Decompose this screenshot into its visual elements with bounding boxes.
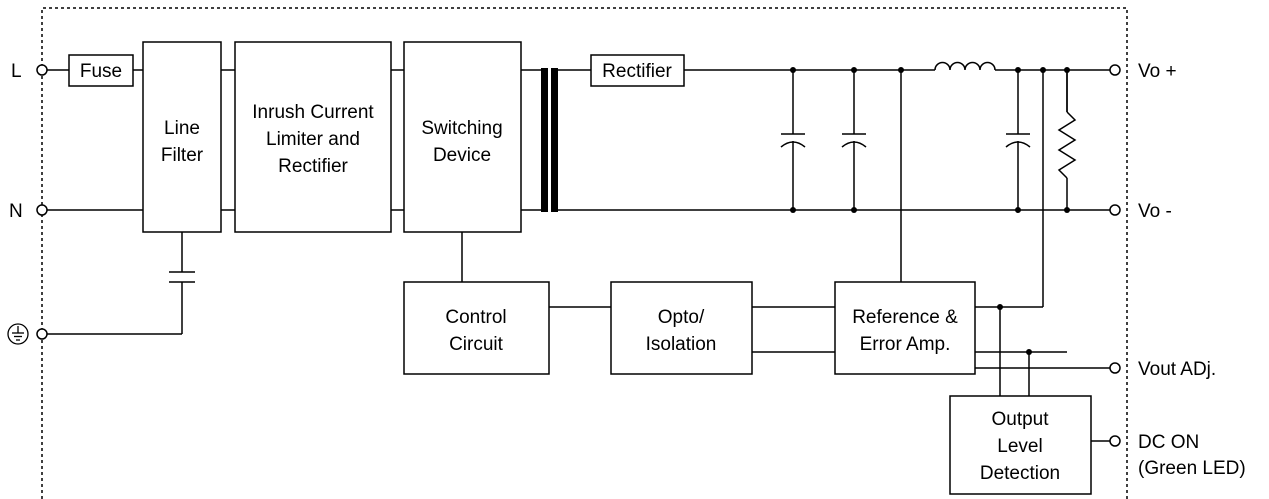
terminal-vo-minus — [1109, 204, 1121, 216]
module-boundary — [41, 7, 1128, 499]
opto-label-2: Isolation — [646, 334, 717, 355]
inrush-label-3: Rectifier — [278, 156, 348, 177]
dc-on-label-2: (Green LED) — [1138, 458, 1246, 479]
rectifier-label: Rectifier — [602, 61, 672, 82]
inrush-label-2: Limiter and — [266, 129, 360, 150]
output-level-detection-block: Output Level Detection — [949, 395, 1092, 495]
output-level-label-1: Output — [991, 409, 1049, 430]
output-level-label-2: Level — [997, 436, 1042, 457]
terminal-vout-adj — [1109, 362, 1121, 374]
fuse-block: Fuse — [68, 54, 134, 87]
reference-label-2: Error Amp. — [860, 334, 951, 355]
terminal-n-label: N — [9, 201, 23, 222]
line-filter-block: Line Filter — [142, 41, 222, 233]
terminal-l-label: L — [11, 61, 22, 82]
dc-on-label-1: DC ON — [1138, 432, 1199, 453]
reference-error-amp-block: Reference & Error Amp. — [834, 281, 976, 375]
opto-label-1: Opto/ — [658, 307, 705, 328]
vo-minus-label: Vo - — [1138, 201, 1172, 222]
control-label-1: Control — [445, 307, 506, 328]
terminal-n — [36, 204, 48, 216]
transformer — [541, 68, 558, 212]
switching-device-block: Switching Device — [403, 41, 522, 233]
terminal-vo-plus — [1109, 64, 1121, 76]
control-circuit-block: Control Circuit — [403, 281, 550, 375]
vout-adj-label: Vout ADj. — [1138, 359, 1216, 380]
control-label-2: Circuit — [449, 334, 504, 355]
switching-label-2: Device — [433, 145, 491, 166]
opto-isolation-block: Opto/ Isolation — [610, 281, 753, 375]
vo-plus-label: Vo + — [1138, 61, 1177, 82]
rectifier-block: Rectifier — [590, 54, 685, 87]
inrush-label-1: Inrush Current — [252, 102, 374, 123]
output-terminals: Vo + Vo - Vout ADj. DC ON (Green LED) — [1109, 61, 1246, 479]
junction-dots — [790, 67, 1070, 355]
inrush-limiter-block: Inrush Current Limiter and Rectifier — [234, 41, 392, 233]
output-level-label-3: Detection — [980, 463, 1060, 484]
terminal-dc-on — [1109, 435, 1121, 447]
line-filter-label-1: Line — [164, 118, 200, 139]
terminal-l — [36, 64, 48, 76]
ground-icon — [7, 323, 29, 345]
fuse-label: Fuse — [80, 61, 122, 82]
input-terminals: L N — [7, 61, 48, 345]
reference-label-1: Reference & — [852, 307, 958, 328]
terminal-ground — [36, 328, 48, 340]
switching-label-1: Switching — [421, 118, 502, 139]
line-filter-label-2: Filter — [161, 145, 204, 166]
